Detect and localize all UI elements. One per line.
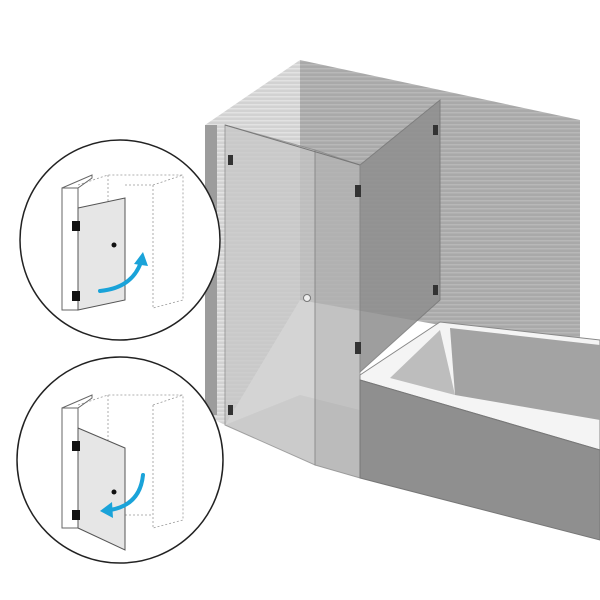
door-diagram [77, 427, 126, 551]
inset-outward-opening [16, 356, 224, 564]
hinge-icon [72, 510, 80, 520]
bathtub-inner [450, 328, 600, 420]
hinge-icon [72, 221, 80, 231]
rotate-arrow-icon [98, 260, 143, 293]
rotate-arrow-icon [108, 473, 145, 512]
hinge-icon [72, 441, 80, 451]
door-diagram [77, 197, 126, 311]
handle-icon [111, 242, 117, 248]
fixed-glass-panel [224, 124, 316, 466]
glass-door [314, 149, 361, 479]
handle-icon [111, 489, 117, 495]
hinges [228, 125, 438, 415]
bathtub-front [359, 379, 600, 541]
inset-inward-opening [19, 139, 221, 341]
bathtub-inner-left [390, 330, 455, 395]
top-edge [224, 124, 361, 166]
hinge-icon [72, 291, 80, 301]
door-handle [303, 294, 311, 302]
